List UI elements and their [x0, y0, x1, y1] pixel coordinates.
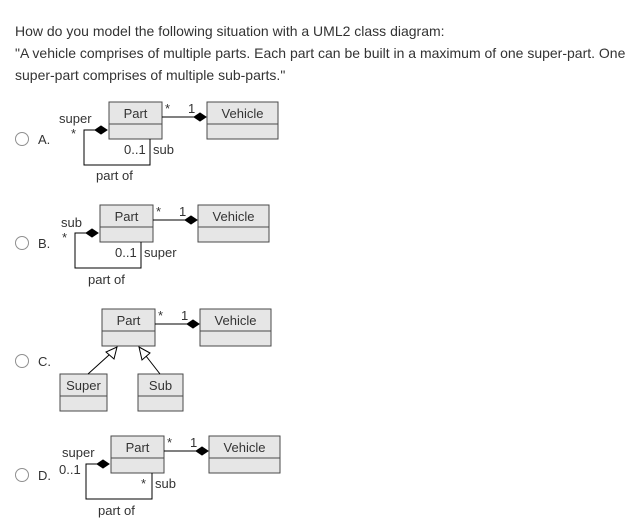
diagram-a: Part Vehicle * 1 super * 0..1 sub part o…: [59, 101, 279, 183]
diagram-d-vehicle-label: Vehicle: [224, 440, 266, 455]
diagram-a-part-class-body: [108, 123, 163, 140]
diagram-a-part-label: Part: [124, 106, 148, 121]
diagram-c-vehicle-label: Vehicle: [215, 313, 257, 328]
diagram-a-mult-left: *: [71, 126, 76, 141]
diagram-c-part-label: Part: [117, 313, 141, 328]
diagram-b-vehicle-class-body: [197, 226, 270, 243]
radio-option-b[interactable]: [15, 236, 29, 250]
diagram-b-part-label: Part: [115, 209, 139, 224]
diagram-b-mult-bottom: 0..1: [115, 245, 137, 260]
diagram-c-super-label: Super: [66, 378, 101, 393]
diagram-b-role-bottom: super: [144, 245, 177, 260]
diagram-b-mult-part-end: *: [156, 204, 161, 219]
diagram-b-mult-left: *: [62, 230, 67, 245]
option-d[interactable]: D.: [15, 465, 51, 485]
diagram-a-role-bottom: sub: [153, 142, 174, 157]
diagram-d-vehicle-diamond: [195, 446, 209, 456]
diagram-a-self-diamond: [94, 125, 108, 135]
question-line-1: How do you model the following situation…: [15, 23, 445, 39]
option-d-letter: D.: [38, 467, 51, 483]
diagram-b-mult-vehicle-end: 1: [179, 204, 186, 219]
radio-option-c[interactable]: [15, 354, 29, 368]
radio-option-d[interactable]: [15, 468, 29, 482]
radio-option-a[interactable]: [15, 132, 29, 146]
diagram-a-vehicle-class-body: [206, 123, 279, 140]
diagram-b-self-diamond: [85, 228, 99, 238]
diagram-d-self-diamond: [96, 459, 110, 469]
diagram-b: Part Vehicle * 1 sub * 0..1 super part o…: [61, 204, 270, 287]
diagram-d-part-label: Part: [126, 440, 150, 455]
diagram-c-generalization-left-arrow: [105, 346, 118, 360]
option-b[interactable]: B.: [15, 233, 50, 253]
option-c[interactable]: C.: [15, 351, 51, 371]
diagram-c-generalization-right-line: [145, 355, 161, 375]
diagram-b-self-association-line: [74, 232, 142, 269]
diagram-b-assoc-name: part of: [88, 272, 125, 287]
diagram-b-vehicle-diamond: [184, 215, 198, 225]
diagram-b-part-class-body: [99, 226, 154, 243]
option-a-letter: A.: [38, 131, 51, 147]
diagram-a-mult-bottom: 0..1: [124, 142, 146, 157]
diagram-d-role-bottom: sub: [155, 476, 176, 491]
question-line-2: "A vehicle comprises of multiple parts. …: [15, 45, 626, 61]
option-c-letter: C.: [38, 353, 51, 369]
diagram-d-mult-left: 0..1: [59, 462, 81, 477]
diagram-d-self-association-line: [85, 463, 153, 500]
diagram-c-part-class-body: [101, 330, 156, 347]
option-a[interactable]: A.: [15, 129, 50, 149]
diagram-a-self-association-line: [83, 129, 151, 166]
diagram-c-vehicle-class-body: [199, 330, 272, 347]
diagram-c-mult-vehicle-end: 1: [181, 308, 188, 323]
diagram-d-mult-part-end: *: [167, 435, 172, 450]
diagram-b-role-left: sub: [61, 215, 82, 230]
diagram-a-vehicle-label: Vehicle: [222, 106, 264, 121]
question-line-3: super-part comprises of multiple sub-par…: [15, 67, 286, 83]
diagram-d-vehicle-class-body: [208, 457, 281, 474]
diagram-c-sub-label: Sub: [149, 378, 172, 393]
diagram-d-role-left: super: [62, 445, 95, 460]
diagram-c: Part Vehicle * 1 Super Sub: [59, 308, 272, 412]
diagram-a-mult-part-end: *: [165, 101, 170, 116]
diagram-c-sub-class-body: [137, 395, 184, 412]
diagram-c-generalization-left-line: [87, 354, 110, 375]
diagram-b-vehicle-label: Vehicle: [213, 209, 255, 224]
option-b-letter: B.: [38, 235, 51, 251]
diagram-c-mult-part-end: *: [158, 308, 163, 323]
diagram-a-mult-vehicle-end: 1: [188, 101, 195, 116]
diagram-a-role-left: super: [59, 111, 92, 126]
diagram-d-mult-vehicle-end: 1: [190, 435, 197, 450]
diagram-c-vehicle-diamond: [186, 319, 200, 329]
question-text: How do you model the following situation…: [15, 20, 630, 86]
diagram-a-vehicle-diamond: [193, 112, 207, 122]
diagram-d-assoc-name: part of: [98, 503, 135, 518]
diagram-c-super-class-body: [59, 395, 108, 412]
diagram-d-mult-bottom: *: [141, 476, 146, 491]
diagram-a-assoc-name: part of: [96, 168, 133, 183]
diagram-d: Part Vehicle * 1 super 0..1 * sub part o…: [59, 435, 281, 518]
diagram-d-part-class-body: [110, 457, 165, 474]
diagram-c-generalization-right-arrow: [138, 346, 151, 361]
